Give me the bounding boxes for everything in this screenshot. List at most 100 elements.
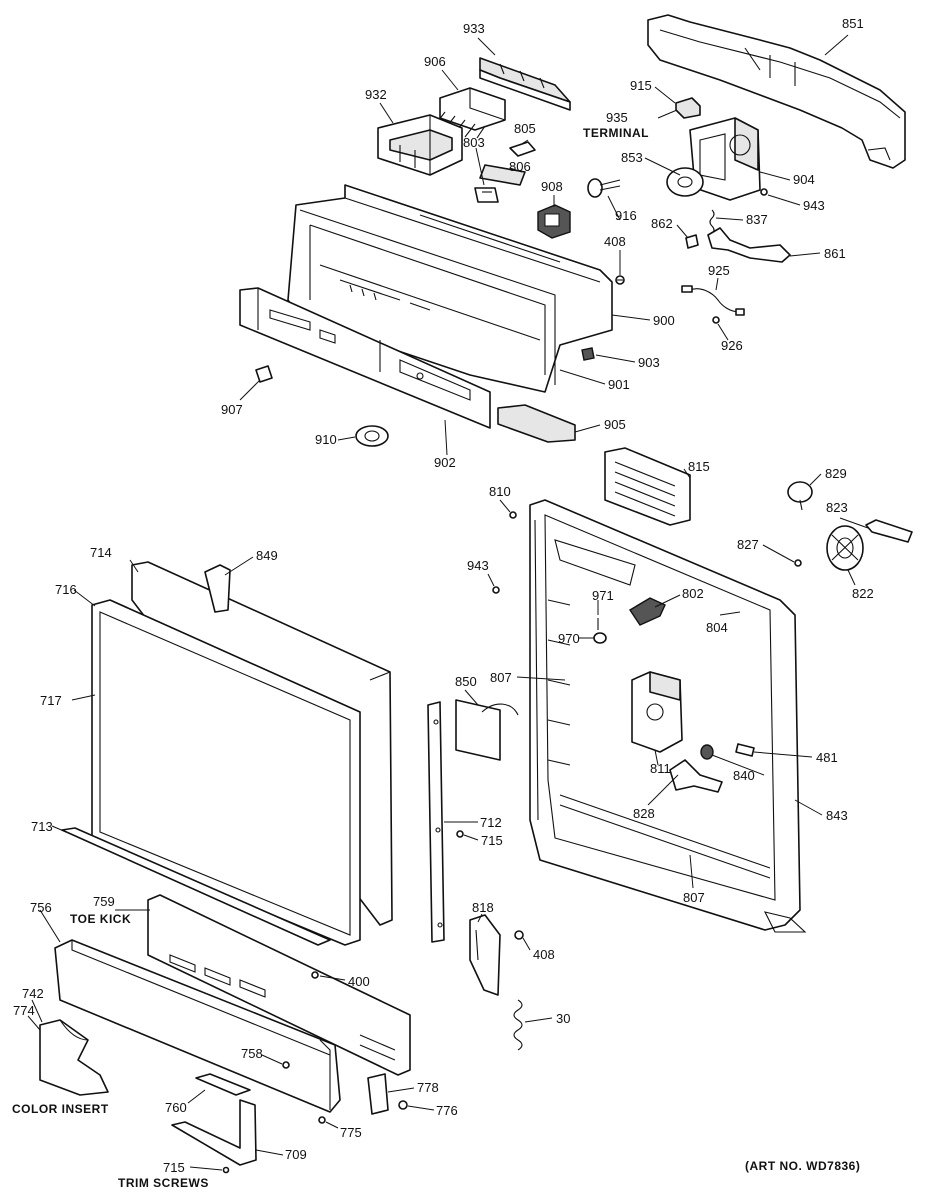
part-862-pin [685,234,699,249]
label-971: 971 [592,588,614,603]
part-943-screw-b [492,586,500,594]
label-758: 758 [241,1046,263,1061]
label-408b: 408 [533,947,555,962]
label-862: 862 [651,216,673,231]
label-829: 829 [825,466,847,481]
label-926: 926 [721,338,743,353]
part-902-panel [239,287,491,429]
label-943a: 943 [803,198,825,213]
part-916-knob [587,178,621,198]
part-742-color-insert [39,1019,109,1096]
part-907-button [255,365,273,383]
label-742: 742 [22,986,44,1001]
part-778-bracket [367,1073,389,1115]
label-843: 843 [826,808,848,823]
label-714: 714 [90,545,112,560]
label-915: 915 [630,78,652,93]
part-815-vent [604,447,691,526]
part-828-lever [669,759,723,793]
label-902: 902 [434,455,456,470]
part-756-panel [54,939,341,1113]
part-408-screw [615,275,625,285]
part-811-dispenser [631,671,683,753]
label-760: 760 [165,1100,187,1115]
part-822-gear [826,525,864,571]
part-400-screw [311,971,319,979]
label-853: 853 [621,150,643,165]
part-709-trim [171,1099,257,1166]
part-861-lever [707,227,791,263]
label-943b: 943 [467,558,489,573]
label-908: 908 [541,179,563,194]
label-400: 400 [348,974,370,989]
part-904-timer [689,117,761,201]
part-713-strip [61,827,331,946]
part-805-clip [509,141,536,157]
part-837-spring [709,209,715,235]
label-932: 932 [365,87,387,102]
part-408-screw-b [514,930,524,940]
label-709: 709 [285,1147,307,1162]
part-481-tab [735,743,755,757]
label-408a: 408 [604,234,626,249]
part-932-switch-block [377,114,463,176]
label-837: 837 [746,212,768,227]
part-970-plug [593,632,607,644]
label-828: 828 [633,806,655,821]
label-712: 712 [480,815,502,830]
label-907: 907 [221,402,243,417]
part-712-strip [427,701,445,943]
part-30-spring [513,999,523,1051]
part-715-screw [456,830,464,838]
label-811: 811 [650,761,671,776]
label-778: 778 [417,1080,439,1095]
label-776: 776 [436,1103,458,1118]
label-803: 803 [463,135,485,150]
part-853-dial [666,167,704,197]
label-822: 822 [852,586,874,601]
part-903-clip [581,347,595,361]
label-805: 805 [514,121,536,136]
label-716: 716 [55,582,77,597]
part-908-switch [537,204,571,239]
part-933-strip [479,57,571,111]
part-717-door-panel [91,599,361,946]
part-926-clip [712,316,720,324]
label-933: 933 [463,21,485,36]
label-903: 903 [638,355,660,370]
label-904: 904 [793,172,815,187]
label-759: 759 [93,894,115,909]
label-815: 815 [688,459,710,474]
part-802-latch [629,597,666,626]
part-803-switch [474,187,499,203]
part-850-plate [455,699,519,761]
label-802: 802 [682,586,704,601]
part-925-wire [681,285,745,316]
part-776-screw [398,1100,408,1110]
label-terminal: TERMINAL [583,126,649,140]
part-943-screw [760,188,768,196]
label-30: 30 [556,1011,570,1026]
label-823: 823 [826,500,848,515]
label-806: 806 [509,159,531,174]
part-849-bracket [204,564,231,613]
label-851: 851 [842,16,864,31]
label-trim-screws: TRIM SCREWS [118,1176,209,1190]
label-756: 756 [30,900,52,915]
label-715b: 715 [163,1160,185,1175]
label-901: 901 [608,377,630,392]
label-905: 905 [604,417,626,432]
part-827-screw [794,559,802,567]
part-829-knob [787,481,813,511]
label-807b: 807 [683,890,705,905]
label-925: 925 [708,263,730,278]
label-715a: 715 [481,833,503,848]
label-861: 861 [824,246,846,261]
part-915-terminal [675,97,701,119]
part-823-handle [865,519,913,543]
label-807a: 807 [490,670,512,685]
label-900: 900 [653,313,675,328]
part-758-screw [282,1061,290,1069]
label-toe-kick: TOE KICK [70,912,131,926]
